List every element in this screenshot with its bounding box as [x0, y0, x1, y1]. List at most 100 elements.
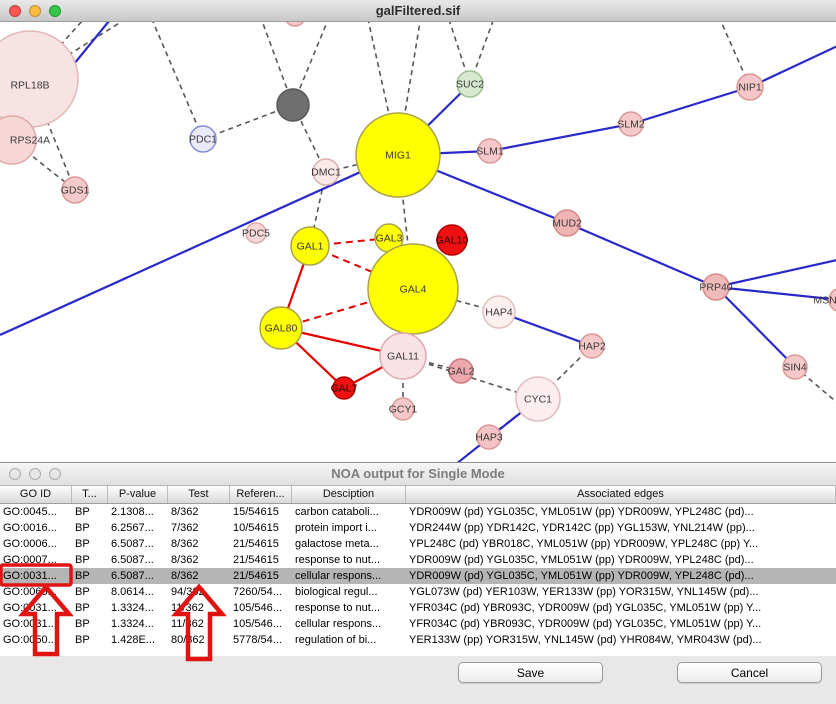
node-mud2[interactable]	[553, 209, 581, 237]
edge-pd	[749, 45, 836, 88]
close-button[interactable]	[9, 468, 21, 480]
node-gal2[interactable]	[448, 358, 474, 384]
column-header-6[interactable]: Associated edges	[406, 486, 836, 503]
column-header-5[interactable]: Desciption	[292, 486, 406, 503]
traffic-lights-inactive	[9, 468, 61, 480]
node-slm1[interactable]	[477, 138, 503, 164]
minimize-button[interactable]	[29, 468, 41, 480]
node-label-pdc5: PDC5	[242, 228, 270, 240]
cancel-button[interactable]: Cancel	[677, 662, 822, 683]
node-gds1[interactable]	[61, 176, 89, 204]
node-prp40[interactable]	[702, 273, 730, 301]
node-gal11[interactable]	[379, 332, 427, 380]
table-cell: 1.3324...	[111, 602, 154, 614]
table-cell: regulation of bi...	[295, 634, 377, 646]
table-cell: BP	[75, 634, 90, 646]
noa-window-titlebar[interactable]: NOA output for Single Mode	[0, 462, 836, 486]
node-dmc1[interactable]	[312, 158, 340, 186]
network-canvas[interactable]: RPL18BRPS24AGDS1PDC1DMC1MIG1SUC2SLM1SLM2…	[0, 22, 836, 462]
zoom-button[interactable]	[49, 468, 61, 480]
table-cell: BP	[75, 602, 90, 614]
node-mig1[interactable]	[355, 112, 441, 198]
node-gray[interactable]	[276, 88, 310, 122]
table-cell: 6.5087...	[111, 554, 154, 566]
node-nip1[interactable]	[736, 73, 764, 101]
table-cell: response to nut...	[295, 602, 380, 614]
node-label-mud2: MUD2	[552, 218, 582, 230]
close-button[interactable]	[9, 5, 21, 17]
edge-pp	[202, 104, 294, 140]
node-pdc5[interactable]	[245, 222, 267, 244]
table-cell: 8/362	[171, 506, 199, 518]
table-cell: 6.5087...	[111, 570, 154, 582]
node-sin4[interactable]	[782, 354, 808, 380]
node-slm2[interactable]	[618, 111, 644, 137]
node-gal4[interactable]	[367, 243, 459, 335]
node-gal1[interactable]	[290, 226, 330, 266]
column-header-4[interactable]: Referen...	[230, 486, 292, 503]
node-cyc1[interactable]	[515, 376, 561, 422]
node-gcy1[interactable]	[391, 397, 415, 421]
table-cell: YFR034C (pd) YBR093C, YDR009W (pd) YGL03…	[409, 602, 762, 614]
node-gal80[interactable]	[259, 306, 303, 350]
save-button[interactable]: Save	[458, 662, 603, 683]
network-window-titlebar[interactable]: galFiltered.sif	[0, 0, 836, 22]
table-cell: 1.3324...	[111, 618, 154, 630]
table-cell: cellular respons...	[295, 570, 382, 582]
table-cell: biological regul...	[295, 586, 378, 598]
node-gal7[interactable]	[332, 376, 356, 400]
table-cell: 7260/54...	[233, 586, 282, 598]
node-hap4[interactable]	[482, 295, 516, 329]
column-header-3[interactable]: Test	[168, 486, 230, 503]
table-cell: YER133W (pp) YOR315W, YNL145W (pd) YHR08…	[409, 634, 762, 646]
node-label-hap2: HAP2	[578, 341, 606, 353]
table-cell: 8/362	[171, 538, 199, 550]
node-hap3[interactable]	[476, 424, 502, 450]
node-label-gds1: GDS1	[61, 185, 90, 197]
table-cell: 8.0614...	[111, 586, 154, 598]
table-cell: GO:0031...	[3, 602, 57, 614]
column-header-1[interactable]: T...	[72, 486, 108, 503]
node-rps24a[interactable]	[0, 115, 37, 165]
edge-pd	[566, 221, 717, 289]
node-top1[interactable]	[285, 22, 305, 27]
node-label-nip1: NIP1	[738, 82, 762, 94]
table-cell: YDR009W (pd) YGL035C, YML051W (pp) YDR00…	[409, 554, 754, 566]
edge-rd	[280, 288, 414, 329]
node-gal10[interactable]	[436, 224, 468, 256]
table-cell: 6.5087...	[111, 538, 154, 550]
node-suc2[interactable]	[456, 70, 484, 98]
table-cell: 11/362	[171, 602, 204, 614]
table-cell: 10/54615	[233, 522, 279, 534]
node-pdc1[interactable]	[189, 125, 217, 153]
node-hap2[interactable]	[579, 333, 605, 359]
zoom-button[interactable]	[49, 5, 61, 17]
table-cell: 8/362	[171, 570, 199, 582]
column-header-2[interactable]: P-value	[108, 486, 168, 503]
table-cell: 2.1308...	[111, 506, 154, 518]
minimize-button[interactable]	[29, 5, 41, 17]
table-cell: GO:0016...	[3, 522, 57, 534]
edge-pp	[402, 355, 539, 400]
node-label-msn: MSN	[813, 295, 836, 307]
node-msn[interactable]	[828, 288, 836, 312]
edge-pd	[715, 259, 836, 289]
column-header-0[interactable]: GO ID	[0, 486, 72, 503]
table-cell: BP	[75, 522, 90, 534]
table-cell: YDR009W (pd) YGL035C, YML051W (pp) YDR00…	[409, 506, 754, 518]
edge-pd	[489, 122, 632, 153]
table-cell: 8/362	[171, 554, 199, 566]
